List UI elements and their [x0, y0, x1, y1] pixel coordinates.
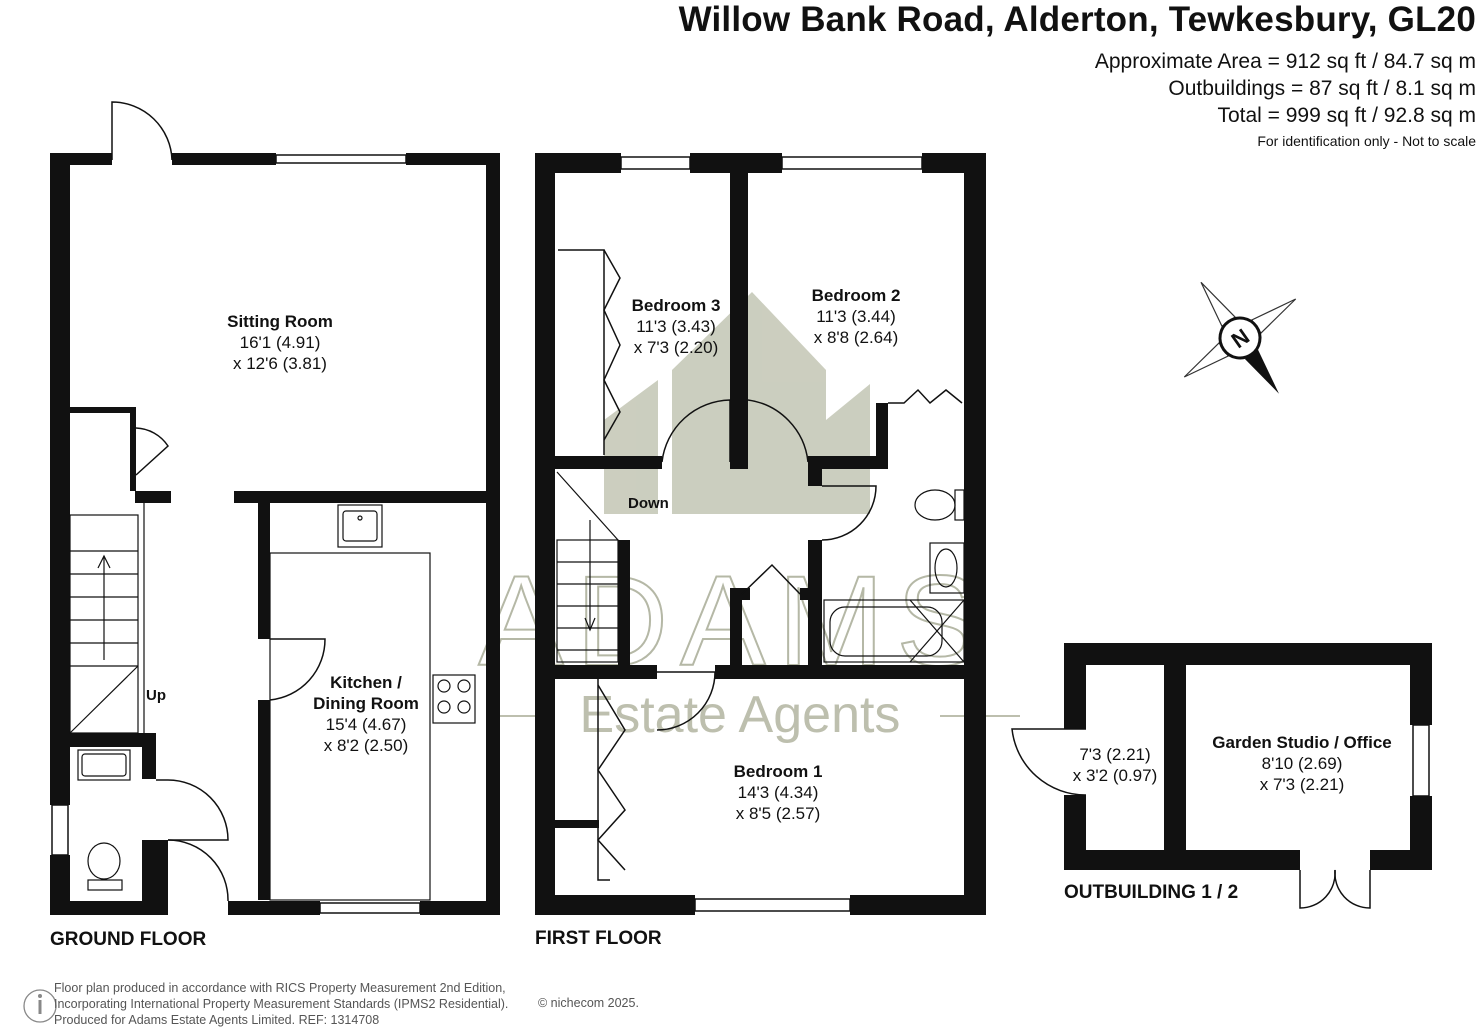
bedroom-1-dim2: x 8'5 (2.57): [735, 804, 821, 823]
footer-line-3: Produced for Adams Estate Agents Limited…: [54, 1013, 380, 1027]
bedroom-2-dim2: x 8'8 (2.64): [813, 328, 899, 347]
garden-studio-label: Garden Studio / Office 8'10 (2.69) x 7'3…: [1212, 732, 1391, 795]
info-icon: [23, 989, 57, 1023]
outbuildings-area: Outbuildings = 87 sq ft / 8.1 sq m: [1168, 77, 1476, 100]
bedroom-1-name: Bedroom 1: [733, 762, 823, 781]
outbuilding-label: OUTBUILDING 1 / 2: [1064, 882, 1239, 903]
garden-studio-name: Garden Studio / Office: [1212, 733, 1392, 752]
bedroom-2-name: Bedroom 2: [811, 286, 901, 305]
footer-disclaimer: Floor plan produced in accordance with R…: [54, 980, 508, 1028]
store-dim1: 7'3 (2.21): [1079, 745, 1151, 764]
footer-line-1: Floor plan produced in accordance with R…: [54, 981, 506, 995]
kitchen-name-line1: Kitchen /: [330, 673, 402, 692]
first-floor-label: FIRST FLOOR: [535, 928, 662, 949]
bedroom-1-dim1: 14'3 (4.34): [737, 783, 819, 802]
bedroom-3-dim1: 11'3 (3.43): [636, 317, 716, 336]
sitting-room-dim2: x 12'6 (3.81): [233, 354, 327, 373]
approximate-area: Approximate Area = 912 sq ft / 84.7 sq m: [1094, 50, 1476, 73]
store-dim2: x 3'2 (0.97): [1072, 766, 1158, 785]
store-label: 7'3 (2.21) x 3'2 (0.97): [1073, 744, 1158, 786]
sitting-room-label: Sitting Room 16'1 (4.91) x 12'6 (3.81): [227, 311, 333, 374]
kitchen-dim2: x 8'2 (2.50): [323, 736, 409, 755]
stairs-down-label: Down: [628, 495, 669, 512]
ground-floor-label: GROUND FLOOR: [50, 929, 207, 950]
kitchen-dim1: 15'4 (4.67): [325, 715, 407, 734]
scale-note: For identification only - Not to scale: [1257, 133, 1476, 149]
watermark-logo: [604, 292, 870, 514]
footer-line-2: Incorporating International Property Mea…: [54, 997, 509, 1011]
kitchen-name-line2: Dining Room: [313, 694, 419, 713]
bedroom-2-label: Bedroom 2 11'3 (3.44) x 8'8 (2.64): [812, 285, 901, 348]
sitting-room-name: Sitting Room: [227, 312, 333, 331]
footer-copyright: © nichecom 2025.: [538, 996, 639, 1010]
compass-icon: N: [1183, 281, 1297, 394]
bedroom-3-label: Bedroom 3 11'3 (3.43) x 7'3 (2.20): [632, 295, 721, 358]
garden-studio-dim2: x 7'3 (2.21): [1259, 775, 1345, 794]
total-area: Total = 999 sq ft / 92.8 sq m: [1217, 104, 1476, 127]
stairs-up-label: Up: [146, 687, 166, 704]
bedroom-1-label: Bedroom 1 14'3 (4.34) x 8'5 (2.57): [734, 761, 823, 824]
bedroom-3-name: Bedroom 3: [631, 296, 721, 315]
property-title: Willow Bank Road, Alderton, Tewkesbury, …: [678, 0, 1476, 39]
garden-studio-dim1: 8'10 (2.69): [1261, 754, 1343, 773]
kitchen-label: Kitchen / Dining Room 15'4 (4.67) x 8'2 …: [313, 672, 419, 756]
watermark-tagline: Estate Agents: [580, 686, 901, 744]
sitting-room-dim1: 16'1 (4.91): [239, 333, 321, 352]
bedroom-2-dim1: 11'3 (3.44): [816, 307, 896, 326]
bedroom-3-dim2: x 7'3 (2.20): [633, 338, 719, 357]
